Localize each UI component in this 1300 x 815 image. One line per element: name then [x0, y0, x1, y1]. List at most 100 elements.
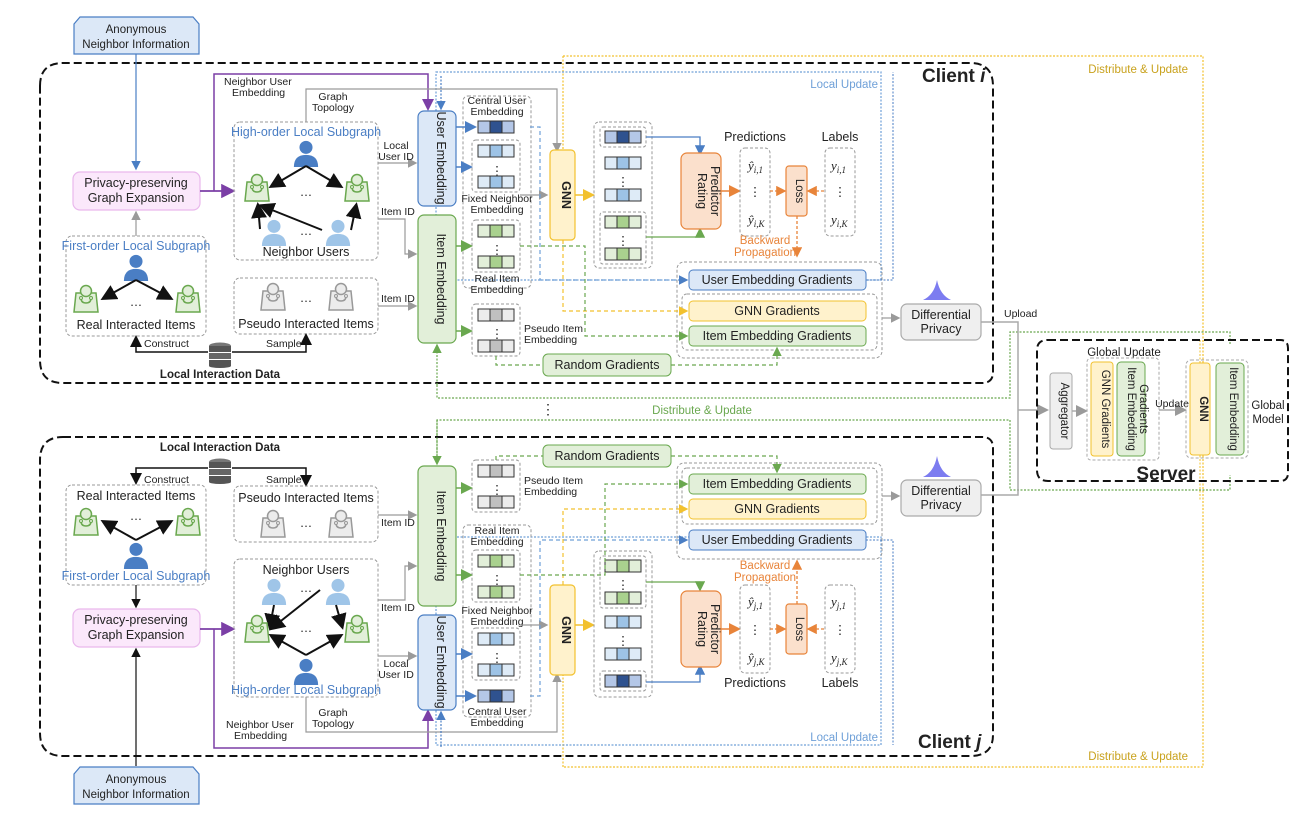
gnn-output-user-vector [604, 130, 642, 144]
item-bag-icon [73, 507, 99, 536]
embedding-cell [616, 215, 630, 229]
svg-text:User ID: User ID [378, 669, 414, 681]
svg-text:⋮: ⋮ [834, 623, 847, 637]
embedding-cell [628, 647, 642, 661]
user-icon [293, 140, 319, 167]
pseudo-item-embedding-vector [477, 495, 515, 509]
embedding-cell [501, 585, 515, 599]
svg-text:⋮: ⋮ [491, 243, 504, 257]
embedding-cell [501, 175, 515, 189]
svg-text:Fixed Neighbor: Fixed Neighbor [461, 193, 533, 205]
svg-text:GNN Gradients: GNN Gradients [734, 502, 819, 516]
user-embedding-module: User Embedding [417, 110, 457, 207]
embedding-cell [489, 632, 503, 646]
svg-text:GNN: GNN [559, 181, 573, 209]
svg-text:…: … [300, 621, 313, 635]
svg-text:Neighbor Users: Neighbor Users [263, 245, 350, 259]
embedding-cell [604, 674, 618, 688]
svg-text:Update: Update [1155, 398, 1189, 410]
item-bag-icon [244, 614, 270, 643]
svg-text:Graph Expansion: Graph Expansion [88, 191, 185, 205]
embedding-cell [489, 255, 503, 269]
svg-text:Global Update: Global Update [1087, 347, 1161, 359]
svg-text:Embedding: Embedding [524, 486, 577, 498]
embedding-cell [604, 215, 618, 229]
svg-text:Privacy-preserving: Privacy-preserving [84, 176, 188, 190]
embedding-cell [616, 559, 630, 573]
svg-text:…: … [300, 516, 313, 530]
embedding-cell [477, 224, 491, 238]
embedding-cell [616, 247, 630, 261]
svg-text:⋮: ⋮ [491, 483, 504, 497]
embedding-cell [489, 224, 503, 238]
embedding-cell [501, 339, 515, 353]
more-clients-vdots: ⋮ [541, 401, 555, 417]
svg-text:Neighbor User: Neighbor User [224, 76, 292, 88]
svg-text:Differential: Differential [911, 308, 971, 322]
gnn-output-neighbor-vector [604, 156, 642, 170]
gnn-output-item-vector [604, 247, 642, 261]
embedding-cell [489, 554, 503, 568]
svg-text:Predictions: Predictions [724, 676, 786, 690]
svg-text:First-order Local Subgraph: First-order Local Subgraph [62, 239, 211, 253]
embedding-cell [616, 615, 630, 629]
svg-text:User ID: User ID [378, 151, 414, 163]
svg-text:…: … [130, 295, 143, 309]
fixed-neighbor-embedding-vector [477, 175, 515, 189]
real-item-embedding-vector [477, 224, 515, 238]
labels-box [824, 584, 856, 674]
svg-text:Item ID: Item ID [381, 293, 415, 305]
random-gradients: Random Gradients [542, 353, 672, 377]
neighbor-user-icon [261, 219, 287, 246]
label-last: yi,K [829, 212, 849, 229]
svg-text:Embedding: Embedding [470, 536, 523, 548]
svg-text:GNN: GNN [1197, 396, 1209, 422]
central-user-embedding-vector [477, 689, 515, 703]
svg-text:Real Item: Real Item [475, 525, 520, 537]
svg-text:Real Interacted Items: Real Interacted Items [77, 489, 196, 503]
embedding-cell [501, 144, 515, 158]
svg-text:Central User: Central User [468, 706, 527, 718]
gnn-output-neighbor-vector [604, 188, 642, 202]
embedding-cell [628, 247, 642, 261]
prediction-last: ŷi,K [746, 212, 766, 229]
svg-text:Pseudo Interacted Items: Pseudo Interacted Items [238, 317, 374, 331]
embedding-cell [604, 130, 618, 144]
embedding-cell [477, 663, 491, 677]
real-interacted-items-label: Real Interacted Items [77, 318, 196, 332]
pseudo-interacted-items: Pseudo Interacted Items … [233, 485, 379, 543]
pseudo-item-bag-icon [328, 282, 354, 311]
embedding-cell [501, 663, 515, 677]
fixed-neighbor-embedding-vector [477, 632, 515, 646]
labels-box [824, 147, 856, 237]
svg-text:Differential: Differential [911, 484, 971, 498]
high-order-local-subgraph: High-order Local Subgraph … … Neighbor U… [231, 121, 381, 261]
neighbor-user-icon [325, 219, 351, 246]
svg-text:Random Gradients: Random Gradients [555, 449, 660, 463]
svg-text:Graph: Graph [318, 707, 347, 719]
embedding-cell [616, 188, 630, 202]
svg-text:⋮: ⋮ [491, 164, 504, 178]
svg-text:Backward: Backward [740, 560, 791, 572]
svg-text:GNN Gradients: GNN Gradients [1099, 370, 1111, 449]
svg-text:Embedding: Embedding [232, 87, 285, 99]
svg-text:⋮: ⋮ [491, 573, 504, 587]
svg-text:⋮: ⋮ [491, 651, 504, 665]
svg-text:Pseudo Item: Pseudo Item [524, 475, 583, 487]
svg-text:User Embedding: User Embedding [434, 615, 448, 708]
svg-text:First-order Local Subgraph: First-order Local Subgraph [62, 569, 211, 583]
svg-text:Predictor: Predictor [708, 604, 722, 654]
gnn-module: GNN [549, 584, 576, 676]
svg-text:Privacy-preserving: Privacy-preserving [84, 613, 188, 627]
embedding-cell [477, 464, 491, 478]
svg-text:Labels: Labels [822, 676, 859, 690]
svg-text:Item ID: Item ID [381, 517, 415, 529]
svg-text:Graph Expansion: Graph Expansion [88, 628, 185, 642]
upload-connector: Upload [981, 308, 1049, 496]
pseudo-interacted-items: … Pseudo Interacted Items [233, 277, 379, 335]
svg-text:⋮: ⋮ [749, 185, 762, 199]
svg-text:⋮: ⋮ [617, 578, 630, 592]
server-gnn: GNN [1189, 362, 1211, 456]
client-j-panel: Client j Local Update Local Interaction … [39, 420, 994, 805]
svg-text:Anonymous: Anonymous [106, 774, 167, 786]
